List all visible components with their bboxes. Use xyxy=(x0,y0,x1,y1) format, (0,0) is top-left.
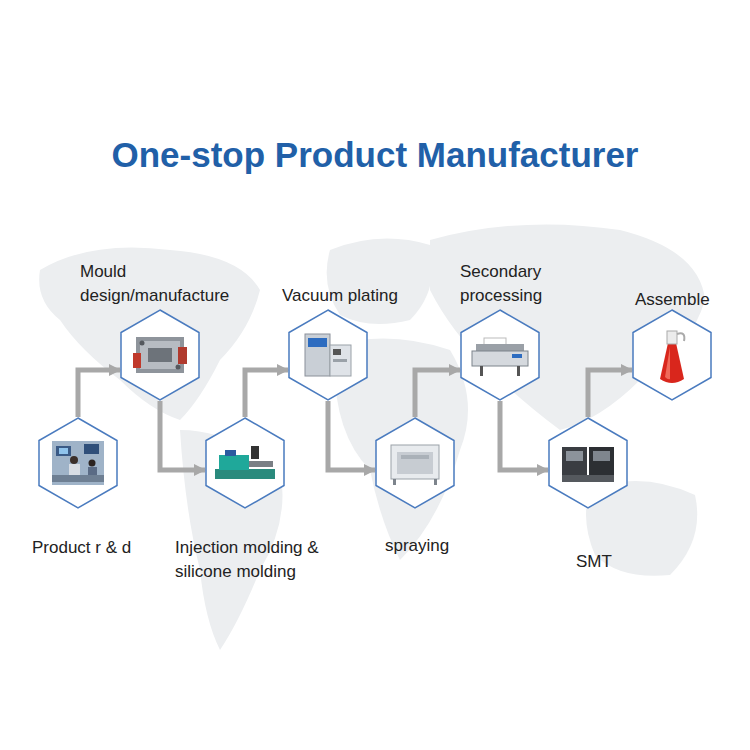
step-label: Vacuum plating xyxy=(282,284,442,308)
step-label: SMT xyxy=(576,550,636,574)
process-hexagon: Injection molding & silicone molding xyxy=(205,417,285,509)
process-hexagon: Mould design/manufacture xyxy=(120,309,200,401)
step-illustration xyxy=(391,445,439,485)
step-illustration xyxy=(305,334,351,376)
hexagon-outline xyxy=(548,417,628,509)
step-illustration xyxy=(562,447,614,482)
flow-arrow xyxy=(245,370,288,417)
step-label: Assemble xyxy=(635,288,740,312)
step-label: Mould design/manufacture xyxy=(80,260,270,308)
hexagon-outline xyxy=(120,309,200,401)
flow-arrow xyxy=(160,401,205,470)
step-illustration xyxy=(52,441,104,485)
step-illustration xyxy=(472,338,528,376)
flow-arrow xyxy=(78,370,120,417)
process-hexagon: SMT xyxy=(548,417,628,509)
step-label: spraying xyxy=(385,534,485,558)
step-label: Product r & d xyxy=(32,536,162,560)
flow-arrow xyxy=(328,401,375,470)
process-hexagon: Product r & d xyxy=(38,417,118,509)
step-label: Injection molding & silicone molding xyxy=(175,536,365,584)
flow-arrow xyxy=(415,370,460,417)
hexagon-outline xyxy=(375,417,455,509)
page-title: One-stop Product Manufacturer xyxy=(0,133,750,177)
hexagon-outline xyxy=(460,309,540,401)
hexagon-outline xyxy=(38,417,118,509)
process-hexagon: spraying xyxy=(375,417,455,509)
flow-arrow xyxy=(500,401,548,470)
process-hexagon: Secondary processing xyxy=(460,309,540,401)
flow-arrow xyxy=(588,370,632,417)
process-hexagon: Vacuum plating xyxy=(288,309,368,401)
step-label: Secondary processing xyxy=(460,260,572,308)
step-illustration xyxy=(133,337,187,373)
hexagon-outline xyxy=(288,309,368,401)
step-illustration xyxy=(215,446,275,479)
process-hexagon: Assemble xyxy=(632,309,712,401)
hexagon-outline xyxy=(632,309,712,401)
hexagon-outline xyxy=(205,417,285,509)
step-illustration xyxy=(660,331,684,383)
